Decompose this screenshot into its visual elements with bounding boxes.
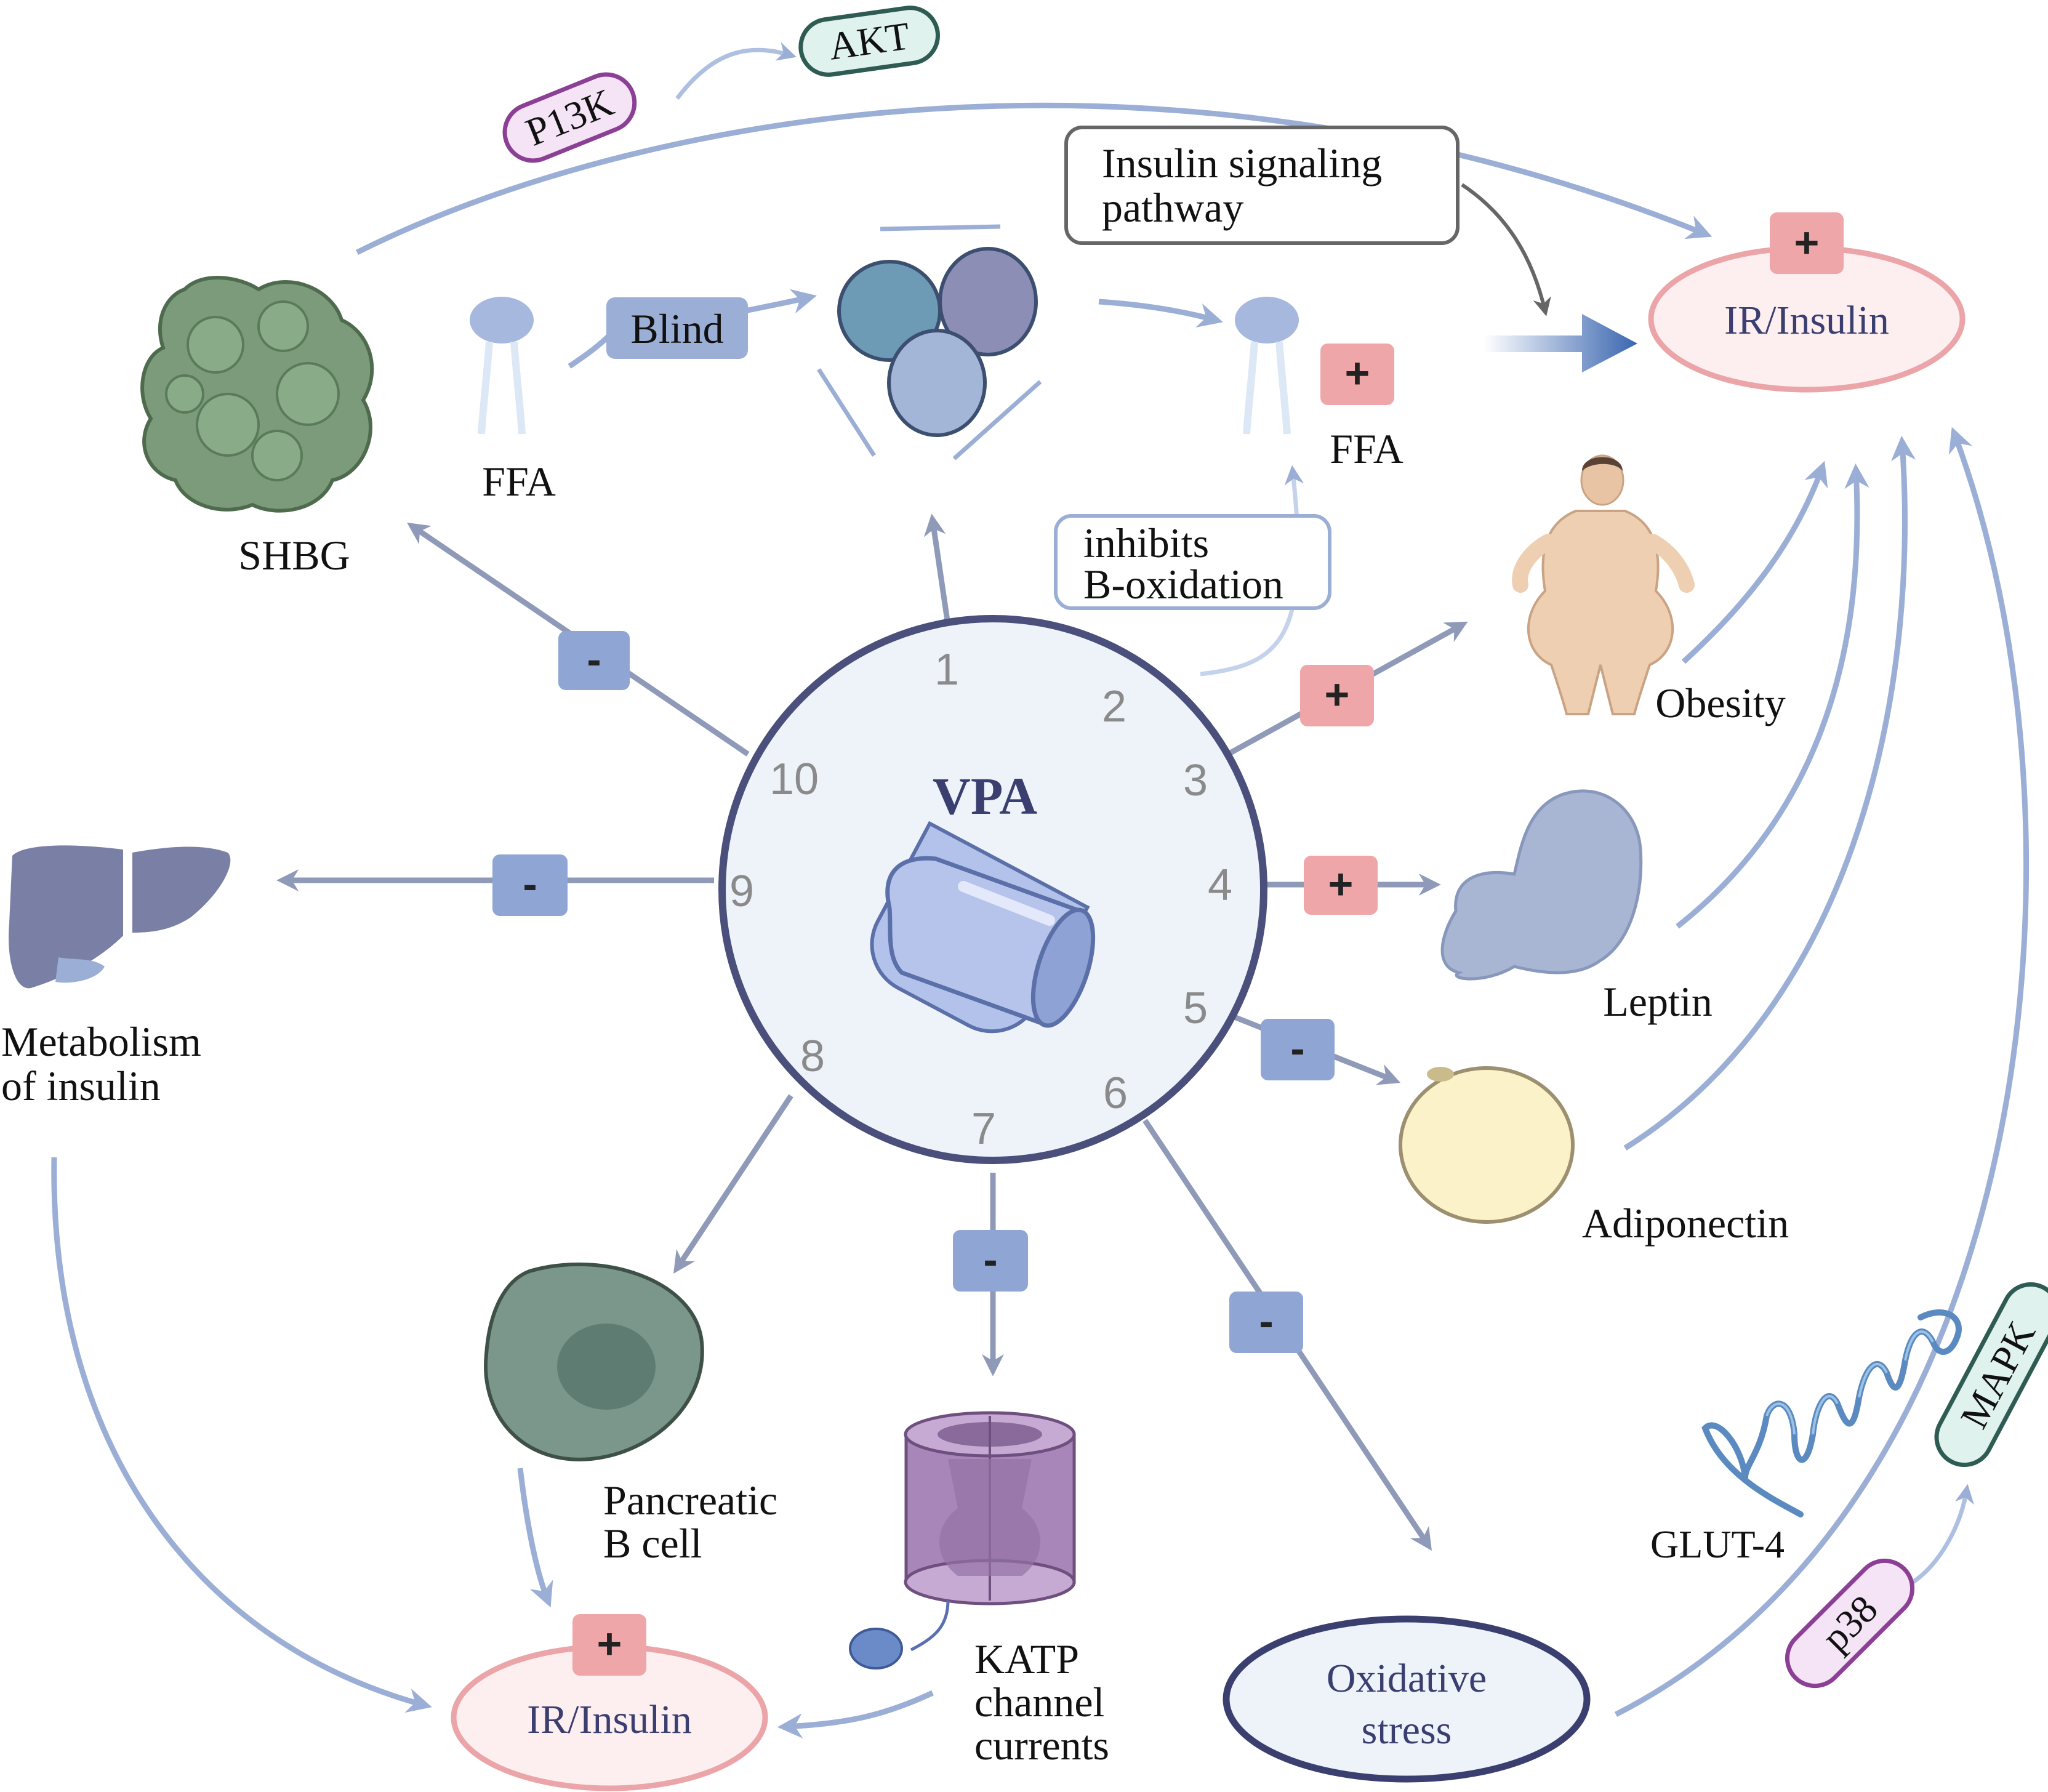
clock-number-8: 8 [800,1032,825,1081]
metabolism-label-2: of insulin [1,1063,161,1109]
curve-p13k-to-akt [675,42,797,100]
clock-number-6: 6 [1103,1069,1128,1118]
svg-text:+: + [1794,219,1820,267]
curve-ffa-to-blind [568,330,615,369]
plus-box-obesity: + [1300,665,1374,726]
metabolism-label-1: Metabolism [1,1018,201,1065]
ffa-left-label: FFA [482,458,556,505]
mapk-tag: MAPK [1934,1282,2048,1468]
shbg-icon [140,276,374,513]
capsule-shape [885,856,1096,1028]
katp-label-1: KATP [974,1636,1079,1682]
katp-label-2: channel [974,1679,1104,1726]
oxidative-label-2: stress [1362,1708,1452,1753]
plus-box-ir-bottom: + [572,1614,646,1676]
svg-text:-: - [1290,1024,1304,1072]
svg-text:+: + [597,1620,622,1668]
glut4-helix-highlight [1765,1330,1934,1435]
curve-insulin-signaling-to-ir [1461,183,1551,316]
blind-label: Blind [630,305,723,352]
svg-text:+: + [1328,860,1354,908]
arrow-to-pancreatic [673,1094,793,1274]
plus-box-ffa: + [1320,344,1394,405]
clock-number-5: 5 [1183,984,1208,1033]
ir-insulin-top-label: IR/Insulin [1724,298,1889,343]
p13k-tag: P13K [502,72,637,163]
inhibits-box: inhibits B-oxidation [1054,514,1331,610]
arrow-blind-to-protein [744,289,817,314]
plus-box-ir-top: + [1770,212,1844,274]
minus-box-shbg: - [558,631,630,690]
insulin-signaling-box: Insulin signaling pathway [1064,126,1460,245]
oxidative-label-1: Oxidative [1327,1656,1487,1701]
glut4-label: GLUT-4 [1650,1522,1785,1566]
inhibits-label-2: B-oxidation [1083,561,1283,608]
clock-number-4: 4 [1208,861,1232,910]
ffa-right-label: FFA [1330,425,1403,472]
vpa-label: VPA [933,766,1037,826]
clock-number-3: 3 [1183,756,1208,805]
blind-box: Blind [606,297,748,359]
glut4-icon [1701,1309,1962,1517]
ffa-left-icon [470,297,534,435]
minus-box-katp: - [953,1230,1028,1292]
minus-box-oxidative: - [1229,1292,1303,1353]
protein-cluster-icon [817,224,1042,460]
shbg-label: SHBG [238,532,350,579]
svg-text:+: + [1325,670,1350,718]
akt-tag: AKT [798,6,940,77]
arrow-protein-to-ffa [1098,299,1223,328]
curve-p38-to-mapk [1907,1484,1974,1588]
leptin-icon [1440,789,1643,981]
curve-katp-to-ir-bottom [777,1690,934,1738]
plus-box-leptin: + [1304,856,1378,915]
adiponectin-label: Adiponectin [1582,1200,1789,1247]
clock-number-9: 9 [729,867,754,916]
ffa-right-icon [1235,297,1299,435]
minus-box-adiponectin: - [1261,1019,1335,1080]
obesity-label: Obesity [1655,680,1786,726]
curve-oxidative-to-ir [1614,427,2030,1718]
svg-text:+: + [1345,349,1370,397]
obesity-figure-icon [1512,454,1695,715]
clock-number-2: 2 [1102,682,1126,731]
curve-obesity-to-ir [1681,460,1828,664]
adiponectin-icon [1399,1066,1575,1224]
clock-number-7: 7 [971,1104,996,1154]
pancreatic-label-2: B cell [603,1520,702,1567]
minus-box-liver: - [492,854,568,916]
clock-number-1: 1 [934,645,959,694]
arrow-to-protein [923,513,951,625]
leptin-label: Leptin [1603,978,1713,1025]
clock-number-10: 10 [769,755,819,804]
insulin-signaling-label-1: Insulin signaling [1102,140,1382,187]
katp-channel-icon [849,1411,1076,1669]
svg-text:-: - [983,1236,997,1284]
curve-metabolism-to-ir-bottom [51,1157,432,1713]
inhibits-label-1: inhibits [1083,520,1209,566]
svg-text:-: - [1259,1297,1273,1345]
ir-insulin-bottom-label: IR/Insulin [527,1697,692,1742]
curve-leptin-to-ir [1676,463,1869,929]
pancreatic-b-cell-icon [484,1262,704,1461]
insulin-signaling-label-2: pathway [1102,184,1243,231]
svg-text:-: - [523,860,537,908]
oxidative-stress-ellipse [1223,1615,1591,1783]
curve-pancreatic-to-ir-bottom [517,1468,553,1608]
svg-text:-: - [587,635,601,683]
liver-icon [9,845,231,989]
pancreatic-label-1: Pancreatic [603,1477,777,1524]
curve-adiponectin-to-ir [1623,435,1916,1151]
big-arrow-to-ir [1484,314,1637,372]
katp-label-3: currents [974,1722,1109,1769]
